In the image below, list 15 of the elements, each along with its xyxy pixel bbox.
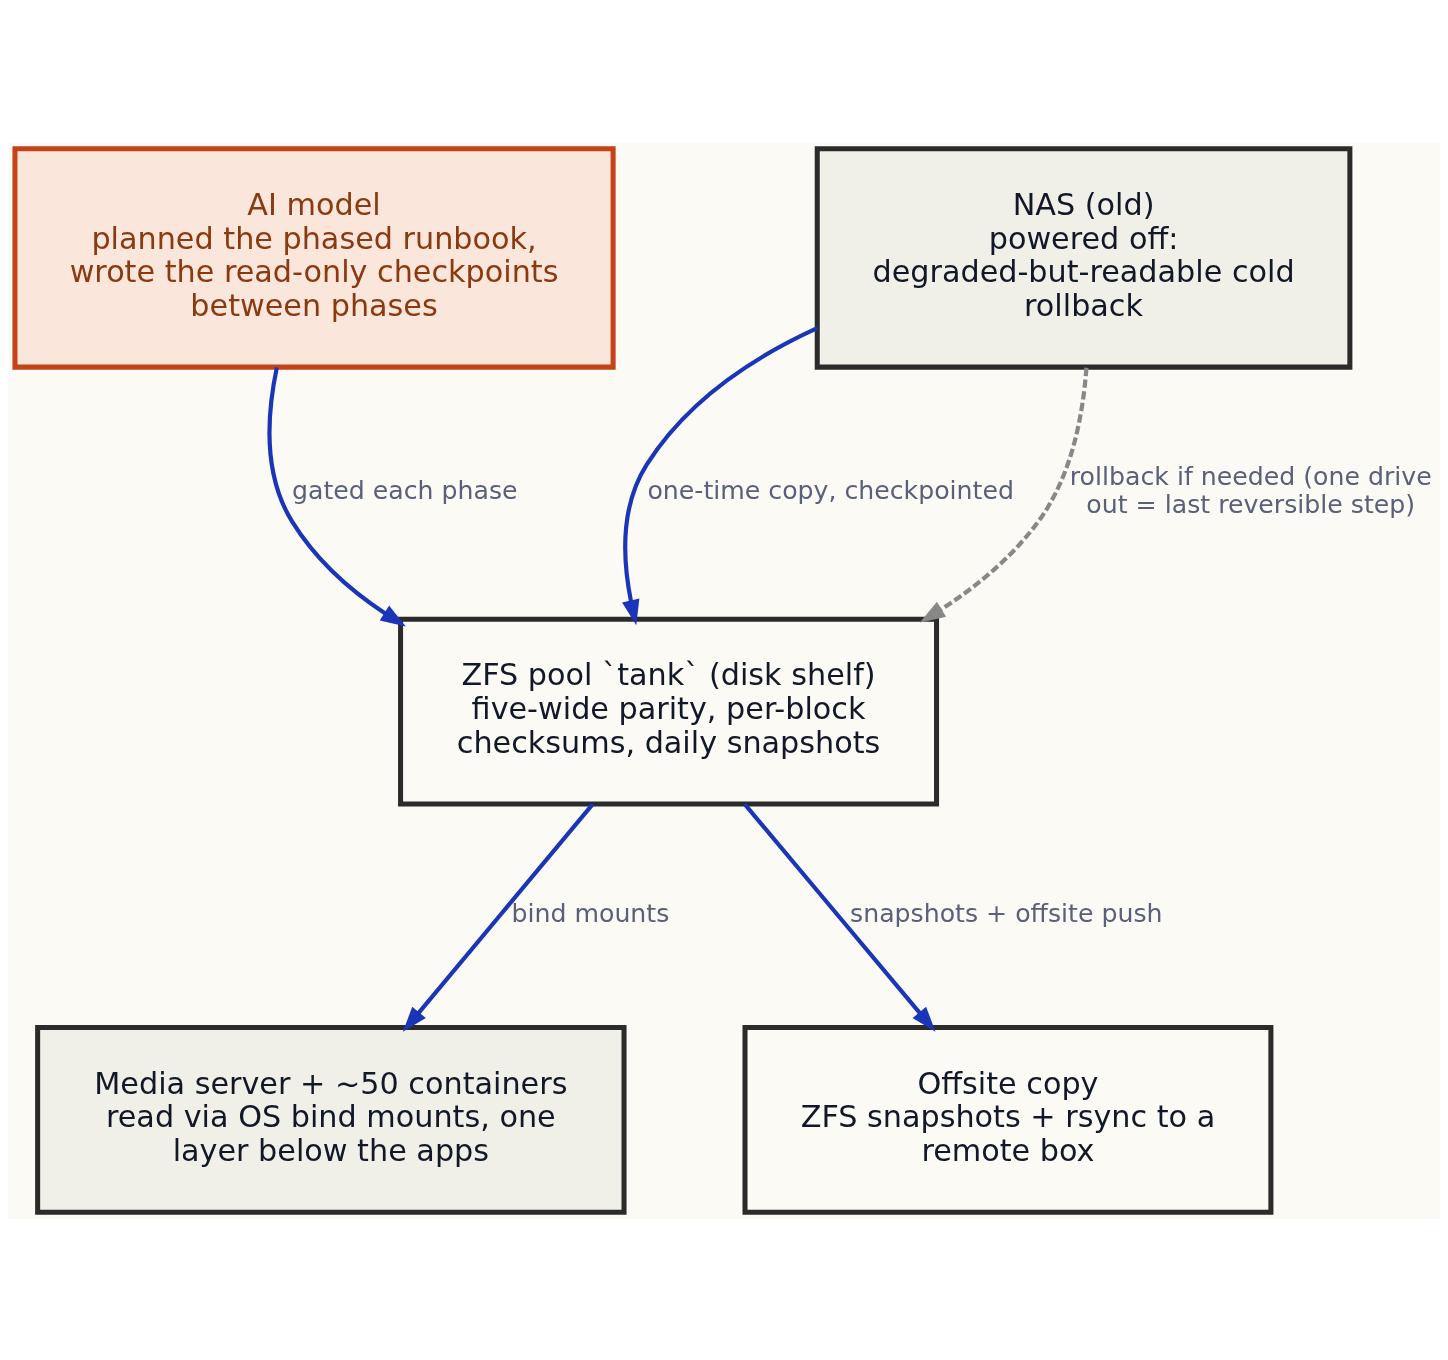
node-box: ZFS pool `tank` (disk shelf) five-wide parity, per-block checksums, daily snapshots [398, 616, 940, 806]
arrow [743, 802, 936, 1032]
arrow [622, 325, 819, 625]
node-box: Offsite copy ZFS snapshots + rsync to a remote box [742, 1024, 1274, 1215]
node-box: NAS (old) powered off: degraded-but-readable cold rollback [814, 145, 1353, 370]
arrow [919, 367, 1089, 622]
edge-label: bind mounts [511, 898, 670, 928]
node-box: Media server + ~50 containers read via OS bind mounts, one layer below the apps [35, 1024, 627, 1215]
edge-label: snapshots + offsite push [850, 898, 1163, 928]
edge-label: rollback if needed (one drive out = last reversible step) [1069, 461, 1432, 519]
edge-label: gated each phase [291, 475, 518, 505]
edge-label: one-time copy, checkpointed [647, 475, 1014, 505]
node-box: AI model planned the phased runbook, wrote the read-only checkpoints between phases [12, 145, 616, 370]
arrow [402, 802, 595, 1032]
arrow [267, 366, 406, 627]
